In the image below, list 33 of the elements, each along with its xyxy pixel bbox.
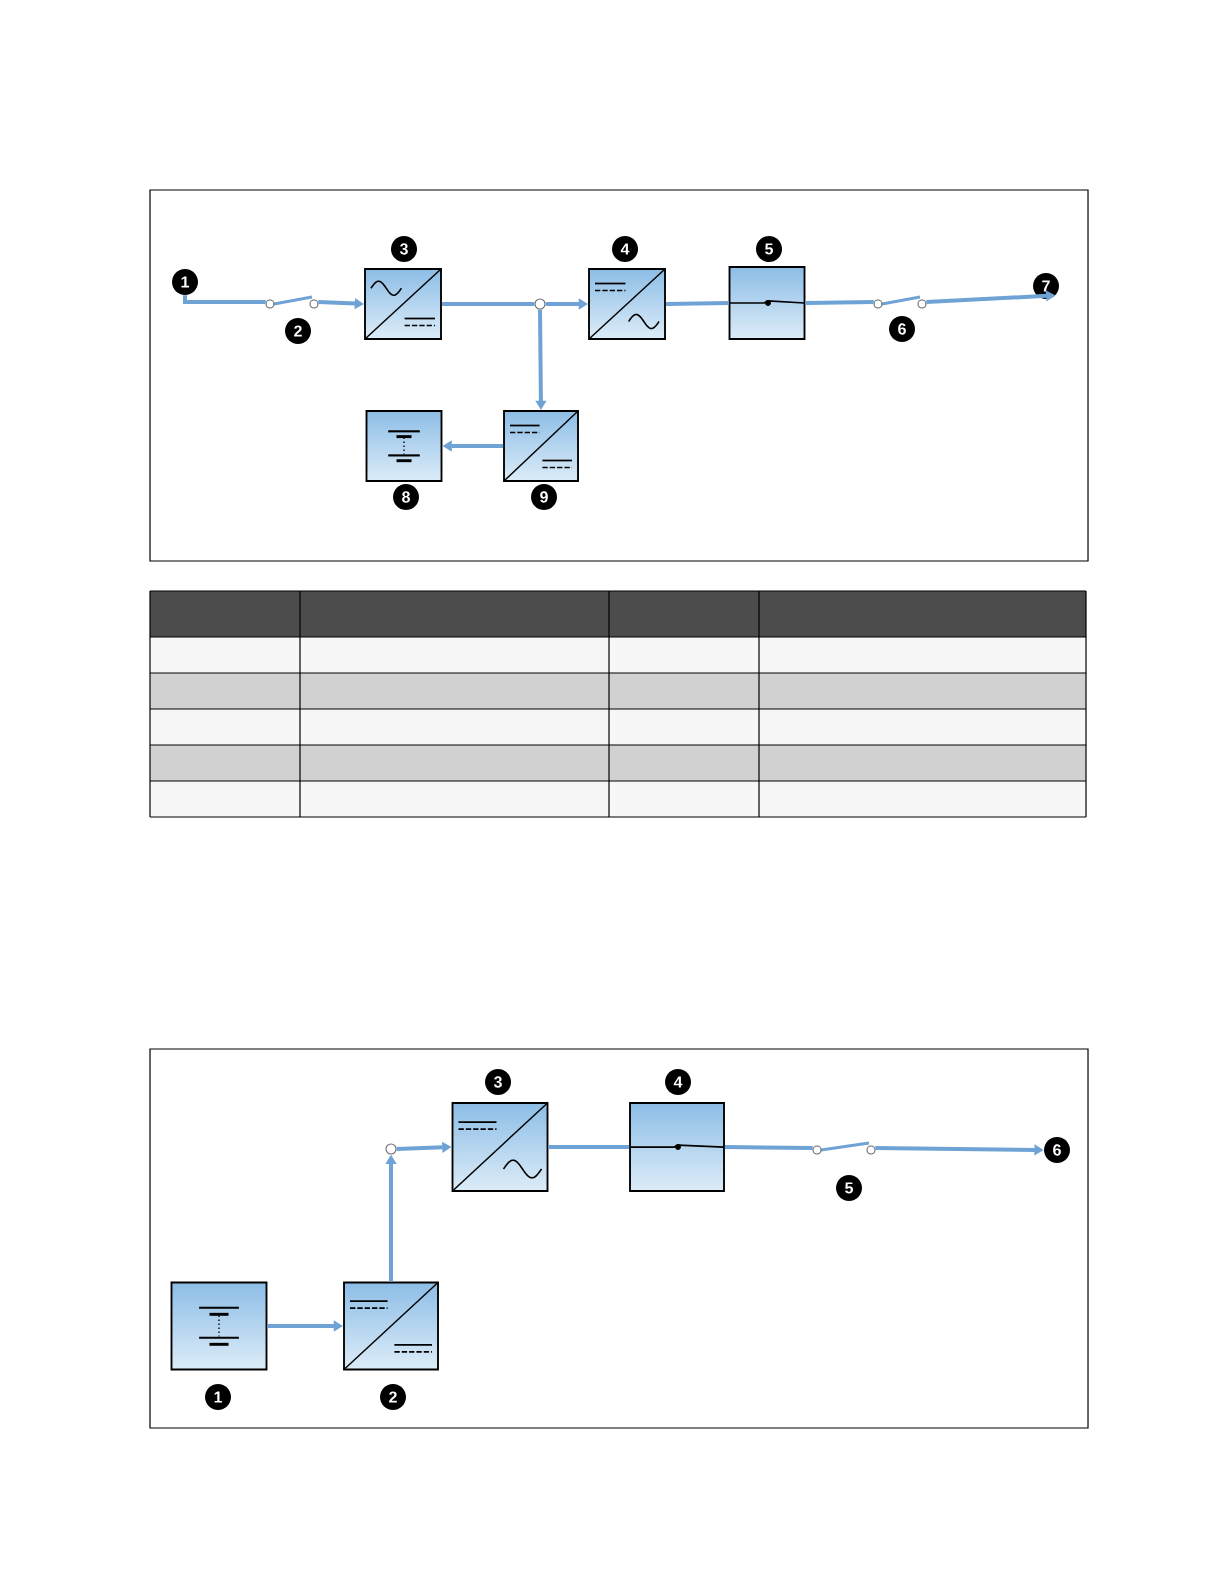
connector-line bbox=[183, 295, 266, 304]
callout-number: 2 bbox=[285, 318, 311, 344]
callout-number: 4 bbox=[612, 236, 638, 262]
converter-box bbox=[451, 1102, 549, 1192]
callout-number: 8 bbox=[393, 484, 419, 510]
connector-line bbox=[441, 302, 535, 306]
callout-number: 5 bbox=[756, 236, 782, 262]
switch-symbol bbox=[265, 295, 319, 309]
callout-number: 3 bbox=[391, 236, 417, 262]
battery-box bbox=[365, 410, 443, 482]
static-switch-box bbox=[728, 266, 806, 340]
callout-number: 6 bbox=[1044, 1137, 1070, 1163]
switch-symbol bbox=[873, 295, 927, 309]
converter-box bbox=[503, 410, 579, 482]
callout-number: 7 bbox=[1033, 273, 1059, 299]
callout-number: 1 bbox=[172, 269, 198, 295]
converter-box bbox=[364, 268, 442, 340]
connector-line bbox=[724, 1145, 813, 1150]
callout-number: 1 bbox=[205, 1384, 231, 1410]
connector-line bbox=[548, 1145, 630, 1149]
callout-number: 9 bbox=[531, 484, 557, 510]
callout-number: 5 bbox=[836, 1175, 862, 1201]
battery-box bbox=[170, 1281, 268, 1371]
callout-number: 6 bbox=[889, 316, 915, 342]
callout-number: 4 bbox=[665, 1069, 691, 1095]
static-switch-box bbox=[629, 1102, 725, 1192]
connector-line bbox=[665, 301, 729, 306]
converter-box bbox=[343, 1281, 439, 1371]
switch-symbol bbox=[812, 1141, 876, 1155]
callout-number: 2 bbox=[380, 1384, 406, 1410]
callout-number: 3 bbox=[485, 1069, 511, 1095]
converter-box bbox=[588, 268, 666, 340]
connector-line bbox=[805, 300, 874, 305]
